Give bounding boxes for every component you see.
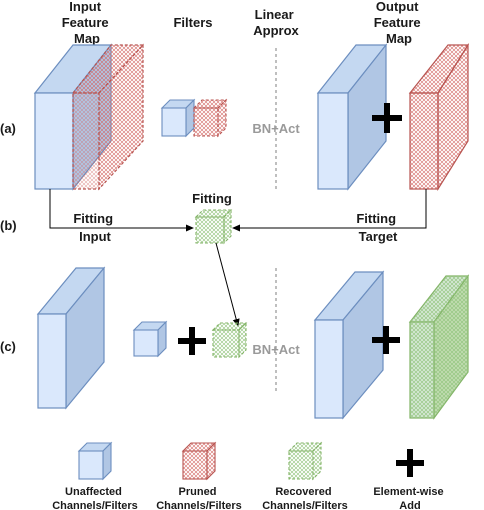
row-label-c: (c)	[0, 339, 16, 354]
output-feature-map-pruned-cube	[408, 42, 470, 192]
input-feature-map-pruned-cube	[71, 43, 145, 191]
bn-act-label-a: BN+Act	[252, 121, 300, 136]
fitting-target-label: Fitting Target	[356, 211, 399, 244]
legend-add-icon	[396, 449, 424, 477]
add-icon-c-filters	[178, 327, 206, 355]
row-label-b: (b)	[0, 218, 17, 233]
row-label-a: (a)	[0, 121, 16, 136]
legend-pruned-label: Pruned Channels/Filters	[156, 486, 242, 510]
fitting-target-arrow	[232, 189, 427, 232]
filter-recovered-cube-c	[211, 321, 248, 359]
legend-recovered-cube	[287, 441, 323, 481]
fitted-filter-arrow	[215, 242, 240, 327]
output-feature-map-recovered-cube-c	[408, 274, 470, 420]
add-icon-c-output	[372, 326, 400, 354]
filter-pruned-cube	[192, 98, 228, 138]
filter-unaffected-cube-c	[132, 320, 168, 358]
fitting-input-arrow	[49, 189, 194, 232]
header-output-feature-map: Output Feature Map	[374, 0, 425, 46]
fitting-label: Fitting	[192, 191, 232, 206]
header-input-feature-map: Input Feature Map	[62, 0, 113, 46]
input-feature-map-unaffected-cube-c	[36, 266, 106, 410]
header-linear-approx: Linear Approx	[253, 7, 299, 38]
fitting-input-label: Fitting Input	[73, 211, 116, 244]
output-feature-map-unaffected-cube-c	[313, 270, 385, 420]
legend-add-label: Element-wise Add	[373, 486, 446, 510]
fitting-recovered-cube	[194, 208, 233, 245]
header-filters: Filters	[173, 15, 212, 30]
legend-unaffected-cube	[77, 441, 113, 481]
legend-pruned-cube	[181, 441, 217, 481]
add-icon-a	[372, 103, 402, 133]
legend-unaffected-label: Unaffected Channels/Filters	[52, 486, 138, 510]
output-feature-map-unaffected-cube	[316, 43, 388, 191]
bn-act-label-c: BN+Act	[252, 342, 300, 357]
filter-unaffected-cube	[160, 98, 196, 138]
legend-recovered-label: Recovered Channels/Filters	[262, 486, 348, 510]
